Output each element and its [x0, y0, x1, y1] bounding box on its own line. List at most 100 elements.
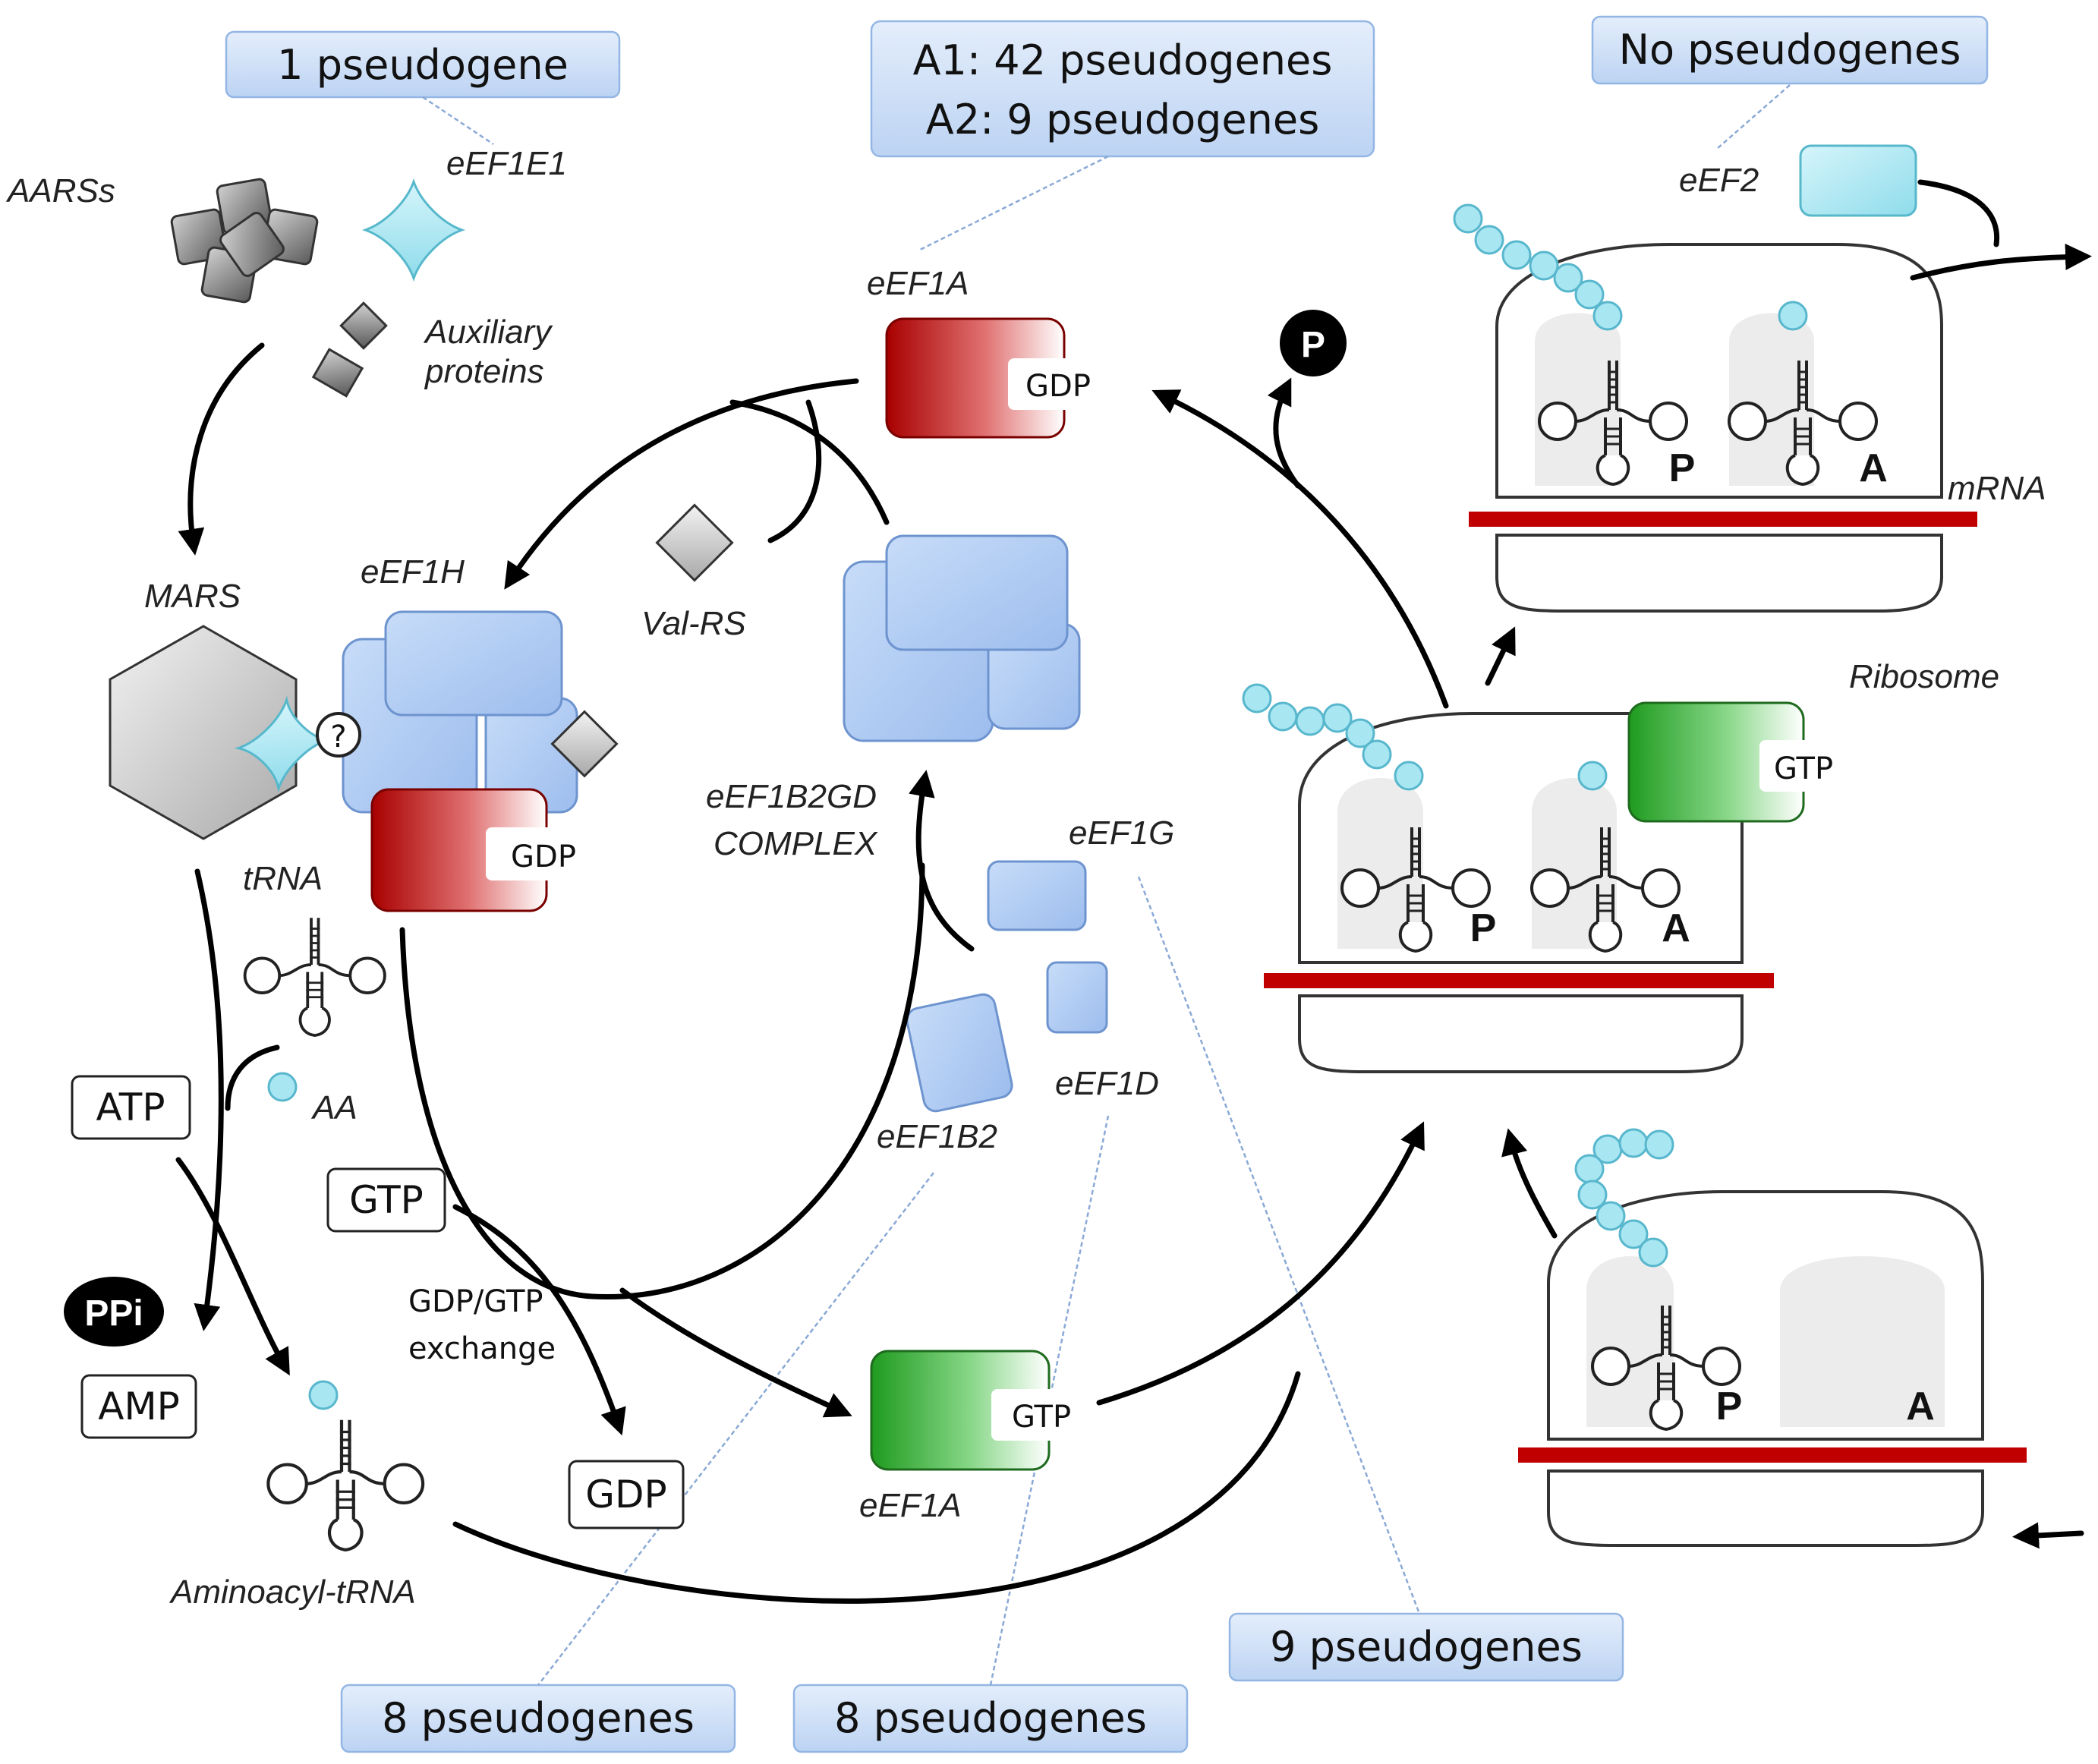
question-badge [316, 712, 361, 758]
label-eef1a-top: eEF1A [867, 265, 969, 302]
label-aminoacyl-trna: Aminoacyl-tRNA [169, 1573, 416, 1611]
label-exchange-1: GDP/GTP [408, 1284, 543, 1319]
aarss-cluster-icon [170, 178, 319, 304]
arrow-eef2-join [1917, 179, 2000, 247]
amp-text: AMP [98, 1384, 180, 1429]
leader-eef1g [1137, 876, 1421, 1614]
callout-eef2-text: No pseudogenes [1619, 26, 1961, 74]
phosphate-text: P [1301, 325, 1325, 365]
callout-eef1g-text: 9 pseudogenes [1270, 1623, 1583, 1671]
ribosome-middle: P A GTP [1242, 683, 1843, 1073]
label-eef1b2: eEF1B2 [877, 1118, 997, 1155]
arrow-complex-to-eef1a [729, 399, 890, 525]
gdp-label-eef1h: GDP [511, 839, 576, 874]
callout-eef1e1-text: 1 pseudogene [277, 41, 569, 89]
eef2-protein [1799, 144, 1917, 217]
trna-icon [243, 916, 386, 1037]
aminoacyl-trna-icon [268, 1420, 423, 1550]
callout-eef2: No pseudogenes [1591, 15, 1989, 85]
gtp-label-ribosome: GTP [1774, 751, 1833, 786]
arrow-mid-to-top-ribosome [1485, 626, 1516, 686]
label-aarss: AARSs [5, 172, 115, 209]
callout-eef1a: A1: 42 pseudogenes A2: 9 pseudogenes [870, 20, 1375, 158]
leader-eef2 [1716, 84, 1791, 150]
callout-eef1b2: 8 pseudogenes [340, 1684, 736, 1753]
ppi-text: PPi [84, 1293, 143, 1334]
callout-eef1e1: 1 pseudogene [225, 30, 621, 99]
label-ribosome: Ribosome [1849, 658, 1999, 695]
label-eef1g: eEF1G [1069, 814, 1174, 852]
gdp-label-top: GDP [1025, 369, 1091, 404]
arrow-trna-join [225, 1044, 280, 1111]
eef1e1-protein-icon [361, 178, 466, 282]
val-rs-bound-icon [550, 710, 619, 778]
arrow-to-mars [178, 342, 265, 556]
gdp-text: GDP [585, 1473, 666, 1517]
site-p-middle: P [1470, 906, 1497, 950]
arrow-subunits-to-complex [909, 770, 975, 952]
arrow-translocation-out [1910, 244, 2092, 281]
label-auxiliary-1: Auxiliary [423, 313, 553, 351]
mars-hexagon [109, 625, 298, 840]
ribosome-bottom: P A [1518, 1128, 2027, 1547]
callout-a2-text: A2: 9 pseudogenes [926, 96, 1319, 143]
arrow-valrs-join [767, 399, 822, 543]
callout-a1-text: A1: 42 pseudogenes [913, 36, 1333, 84]
callout-eef1d: 8 pseudogenes [792, 1684, 1189, 1753]
site-a-middle: A [1662, 906, 1690, 950]
phosphate-badge: P [1280, 310, 1347, 376]
aa-bead [267, 1072, 298, 1102]
site-p-bottom: P [1716, 1384, 1743, 1429]
arrow-eef1a-to-eef1h [504, 378, 859, 590]
eef1g-subunit [987, 860, 1087, 931]
eef1a-gdp-top: GDP [885, 317, 1093, 439]
label-eef1d: eEF1D [1055, 1065, 1159, 1102]
eef1e1-bound-icon [234, 695, 332, 793]
question-mark: ? [330, 720, 346, 754]
arrow-gdp-release [452, 1204, 626, 1436]
arrow-to-ppi [194, 868, 224, 1331]
gdp-box: GDP [568, 1460, 685, 1529]
eef1a-gtp-bottom: GTP [870, 1350, 1076, 1471]
ribosome-top: P A [1453, 203, 1977, 613]
leader-eef1b2 [537, 1172, 934, 1686]
label-trna: tRNA [243, 860, 323, 897]
label-mars: MARS [144, 578, 241, 615]
auxiliary-proteins-icon [311, 301, 388, 398]
label-complex-2: COMPLEX [714, 825, 878, 862]
site-p-top: P [1669, 446, 1696, 490]
aminoacyl-aa-bead [308, 1380, 339, 1410]
arrow-to-eef1a-gtp [619, 1287, 852, 1418]
val-rs-icon [655, 503, 734, 582]
label-val-rs: Val-RS [641, 605, 746, 642]
label-eef1e1: eEF1E1 [446, 145, 567, 182]
arrow-incoming-ribosome [2012, 1522, 2084, 1549]
gtp-box: GTP [326, 1167, 446, 1233]
gtp-text: GTP [349, 1178, 424, 1222]
callout-eef1b2-text: 8 pseudogenes [382, 1694, 695, 1742]
ppi-badge: PPi [64, 1277, 164, 1347]
label-eef1h: eEF1H [361, 553, 465, 591]
arrow-eef1a-to-ribosome [1096, 1121, 1425, 1406]
eef1b2gd-complex [843, 534, 1081, 742]
arrow-to-aminoacyl [175, 1157, 290, 1376]
arrow-aminoacyl-to-ribosome [452, 1371, 1301, 1604]
atp-box: ATP [71, 1075, 191, 1140]
label-aa: AA [310, 1089, 358, 1126]
label-eef1a-bottom: eEF1A [859, 1487, 962, 1524]
eef1b2-subunit [906, 993, 1013, 1113]
leader-eef1e1 [422, 96, 494, 146]
eef1d-subunit [1046, 961, 1108, 1034]
label-mrna: mRNA [1948, 470, 2046, 507]
site-a-top: A [1859, 446, 1888, 490]
label-eef2: eEF2 [1679, 162, 1759, 199]
callout-eef1d-text: 8 pseudogenes [834, 1694, 1147, 1742]
label-complex-1: eEF1B2GD [706, 778, 877, 815]
arrow-exchange-loop [399, 862, 925, 1300]
arrow-bottom-to-middle-ribosome [1501, 1128, 1558, 1239]
site-a-bottom: A [1906, 1384, 1935, 1429]
arrow-ribosome-to-eef1a-gdp [1151, 389, 1449, 709]
leader-eef1a [918, 155, 1109, 252]
